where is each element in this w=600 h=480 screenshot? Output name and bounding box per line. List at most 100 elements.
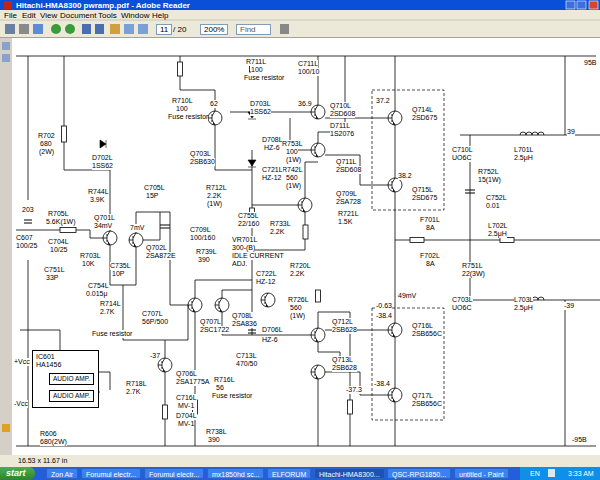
part-label: -Vcc (14, 400, 28, 408)
schematic-wires (325, 118, 388, 395)
resistor-symbol (178, 62, 183, 76)
part-label: F702L (420, 252, 440, 260)
node-text: Hitachi-HMA8300... (319, 469, 380, 480)
part-label: Q717L (412, 392, 433, 400)
part-label: Fuse resistor (212, 392, 252, 400)
part-label: L701L (514, 146, 533, 154)
part-label: D704L (176, 412, 197, 420)
window-chrome (95, 24, 104, 34)
node-text: AUDIO AMP. (53, 375, 90, 383)
part-label: 203 (22, 206, 34, 214)
amp-block: AUDIO AMP. (49, 390, 94, 402)
transistor-group (388, 178, 402, 192)
output-box (372, 308, 444, 420)
window-chrome (65, 24, 75, 34)
part-label: C752L (486, 194, 507, 202)
part-label: 100/160 (190, 234, 215, 242)
part-label: 62 (210, 100, 218, 108)
find-box: Find (236, 24, 271, 35)
resistor-symbol (500, 238, 514, 243)
node-text: Find (240, 25, 256, 34)
ui-text: EN (530, 469, 540, 478)
window-chrome (520, 467, 600, 480)
taskbar-button: Forumul electr... (81, 468, 141, 479)
part-label: C711L (298, 60, 318, 68)
part-label: 5.6K(1W) (46, 218, 76, 226)
window-chrome (0, 467, 600, 480)
part-label: Q709L (336, 190, 357, 198)
part-label: 38.2 (398, 172, 412, 180)
part-label: HZ-12 (256, 278, 275, 286)
part-label: R703L (80, 252, 101, 260)
node-text: ELFORUM (272, 469, 306, 480)
part-label: 22/160 (238, 220, 259, 228)
part-label: 2.7K (100, 308, 114, 316)
part-label: -39 (564, 302, 574, 310)
part-label: R705L (48, 210, 69, 218)
ui-text: 3:33 AM (568, 469, 594, 478)
transistor-group (129, 233, 143, 247)
part-label: Q708L (232, 312, 253, 320)
part-label: L703L (514, 296, 533, 304)
part-label: 2SA872E (146, 252, 176, 260)
window-chrome (566, 1, 575, 9)
part-label: 49mV (398, 292, 416, 300)
node-text: QSC-RPG1850... (392, 469, 446, 480)
part-label: 7mV (130, 224, 144, 232)
menu-item: Document (60, 11, 96, 20)
part-label: Q715L (412, 186, 433, 194)
transistor-group (388, 323, 402, 337)
part-label: (2W) (39, 148, 54, 156)
part-label: R742L (282, 166, 303, 174)
part-label: 100 (176, 105, 188, 113)
node-text: mx1850hd sc... (212, 469, 259, 480)
window-chrome (548, 469, 555, 477)
part-label: 2SB628 (332, 364, 357, 372)
part-label: C705L (144, 184, 165, 192)
transistor-group (311, 365, 325, 379)
menu-item: File (4, 11, 17, 20)
part-label: 2SA1775A (176, 378, 209, 386)
part-label: 33P (46, 274, 58, 282)
transistor-group (208, 111, 222, 125)
part-label: HZ-6 (264, 144, 280, 152)
part-label: 300-(B) (232, 244, 255, 252)
part-label: UO6C (452, 304, 471, 312)
part-label: R712L (206, 184, 227, 192)
part-label: -0.63 (376, 302, 392, 310)
window-chrome (19, 24, 29, 34)
resistor-symbol (62, 126, 67, 142)
part-label: 100 (286, 148, 298, 156)
part-label: (1W) (286, 156, 301, 164)
ui-text: / 20 (173, 25, 186, 34)
part-label: Q716L (412, 322, 433, 330)
window-chrome (5, 24, 15, 34)
node-text: start (6, 467, 26, 480)
capacitor-symbol (24, 190, 475, 333)
part-label: 2.5μH (488, 230, 507, 238)
window-title: Hitachi-HMA8300 pwramp.pdf - Adobe Reade… (16, 1, 190, 10)
part-label: R718L (126, 380, 147, 388)
part-label: Q713L (332, 356, 353, 364)
part-label: Q706L (176, 370, 197, 378)
part-label: R738L (206, 428, 227, 436)
window-chrome (110, 24, 120, 34)
part-label: 1.5K (338, 218, 352, 226)
part-label: 2SB656C (412, 400, 442, 408)
part-label: 15(1W) (478, 176, 501, 184)
part-label: 95B (584, 59, 596, 67)
part-label: 10/25 (50, 246, 68, 254)
part-label: C754L (88, 282, 109, 290)
part-label: (1W) (290, 312, 305, 320)
part-label: 37.2 (376, 97, 390, 105)
part-label: Fuse resistor (244, 74, 284, 82)
part-label: C713L (236, 352, 257, 360)
window-chrome (4, 1, 12, 9)
taskbar-button: untitled - Paint (454, 468, 509, 479)
window-chrome (0, 10, 600, 20)
zoom-field: 200% (200, 24, 228, 35)
part-label: 56P/500 (142, 318, 168, 326)
part-label: R720L (290, 262, 311, 270)
